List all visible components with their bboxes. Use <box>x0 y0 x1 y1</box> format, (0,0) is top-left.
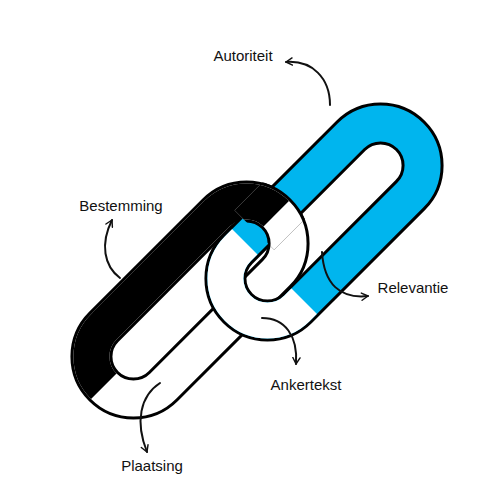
link-outline <box>208 106 440 338</box>
pointer-arrow <box>262 318 296 364</box>
link-body <box>235 184 306 250</box>
part-label: Bestemming <box>79 197 162 214</box>
pointer-arrow <box>141 383 160 452</box>
link-outline <box>235 184 306 250</box>
part-label: Relevantie <box>378 279 449 296</box>
part-label: Autoriteit <box>213 47 272 64</box>
part-label: Ankertekst <box>271 376 342 393</box>
pointer-arrows <box>105 62 368 452</box>
link-shade <box>235 184 306 250</box>
pointer-arrow <box>286 62 330 105</box>
blue-chain-link <box>208 106 440 338</box>
pointer-arrow <box>322 252 368 296</box>
link-body <box>208 106 440 338</box>
part-label: Plaatsing <box>121 457 183 474</box>
pointer-arrow <box>105 220 120 278</box>
